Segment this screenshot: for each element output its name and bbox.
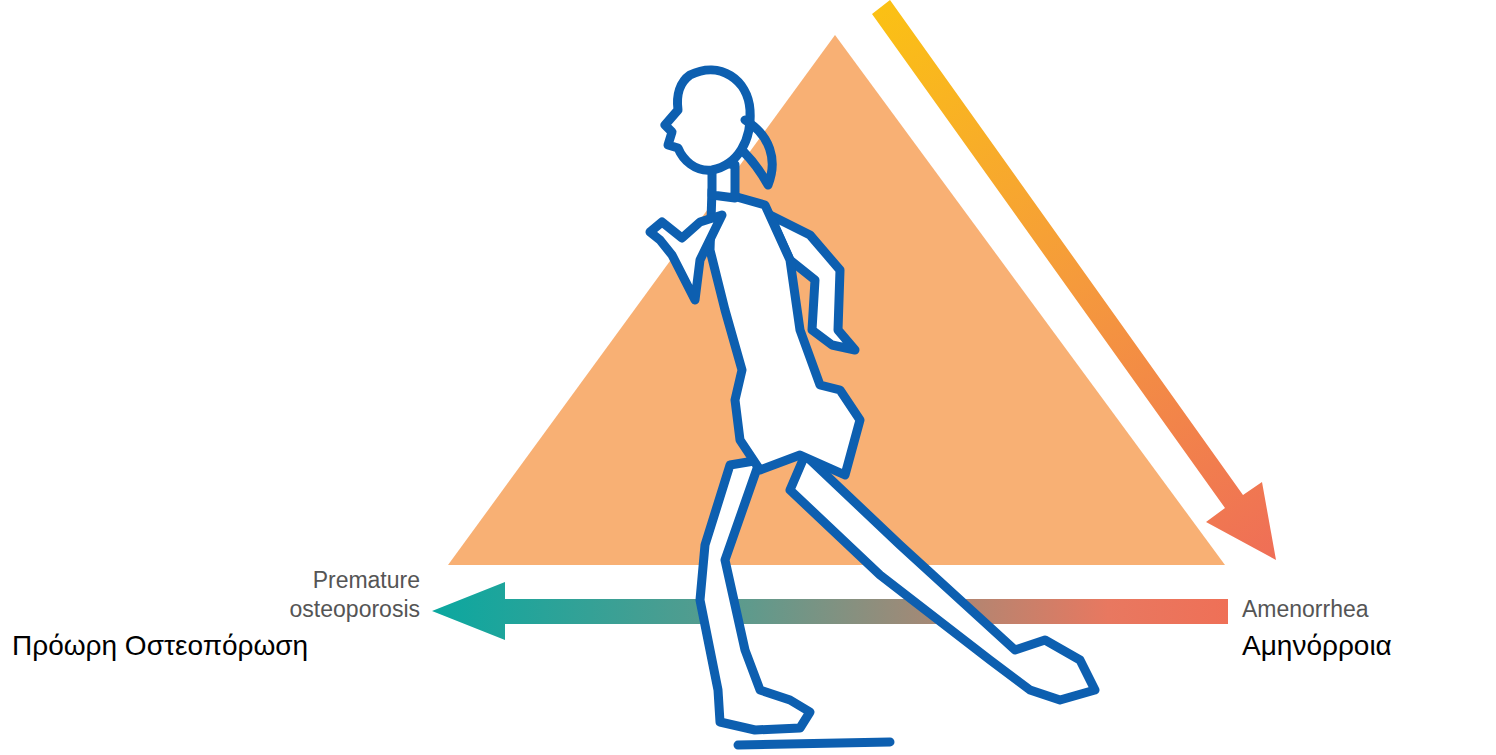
diagonal-arrow [872, 0, 1276, 560]
english-label: Amenorrhea [1242, 595, 1369, 624]
base-arrow [432, 582, 1228, 640]
greek-label: Πρόωρη Οστεοπόρωση [12, 628, 308, 663]
english-label: Premature osteoporosis [260, 566, 420, 624]
greek-label: Αμηνόρροια [1242, 628, 1392, 663]
runner-figure [650, 70, 1095, 745]
